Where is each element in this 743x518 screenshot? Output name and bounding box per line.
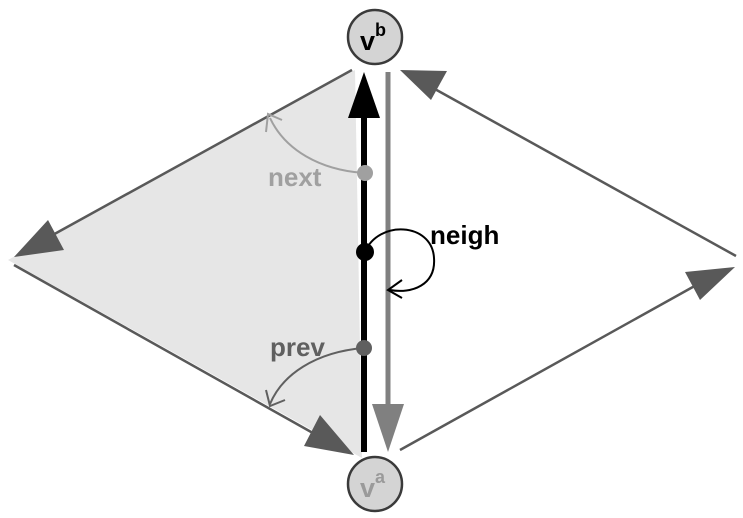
vertex-va-base: v <box>360 473 375 503</box>
neigh-pointer-curve <box>364 228 436 292</box>
vertex-va-label: va <box>360 467 386 503</box>
neigh-label: neigh <box>430 220 499 250</box>
vertex-vb-label: vb <box>360 20 386 56</box>
twin-edge-arrowhead <box>372 404 404 452</box>
next-label: next <box>268 162 322 192</box>
prev-pointer-dot <box>356 340 372 356</box>
vertex-va-superscript: a <box>375 467 386 487</box>
next-pointer-curve <box>269 117 365 174</box>
edge-right-lower <box>399 281 701 452</box>
edge-left-lower <box>13 263 321 439</box>
vertex-vb-circle <box>346 8 404 66</box>
neigh-pointer-dot <box>356 243 374 261</box>
prev-pointer-curve <box>269 347 365 405</box>
vertex-vb-base: v <box>360 26 375 56</box>
edge-left-upper <box>39 68 353 244</box>
edge-right-upper <box>432 86 737 258</box>
prev-pointer-arrowhead <box>265 389 286 408</box>
next-pointer-arrowhead <box>265 112 283 133</box>
next-pointer-dot <box>357 165 373 181</box>
arrowhead-left-lower <box>304 415 354 455</box>
left-face <box>8 70 362 458</box>
vertex-vb-superscript: b <box>375 20 386 40</box>
vertex-va-circle <box>346 455 404 513</box>
neigh-pointer-arrowhead <box>386 279 403 299</box>
arrowhead-right-lower <box>685 267 735 300</box>
arrowhead-right-upper <box>400 70 447 100</box>
main-edge-arrowhead <box>348 72 380 118</box>
arrowhead-left-upper <box>14 220 64 257</box>
vertex-vb: vb <box>346 8 404 66</box>
prev-label: prev <box>270 332 325 362</box>
vertex-va: va <box>346 455 404 513</box>
